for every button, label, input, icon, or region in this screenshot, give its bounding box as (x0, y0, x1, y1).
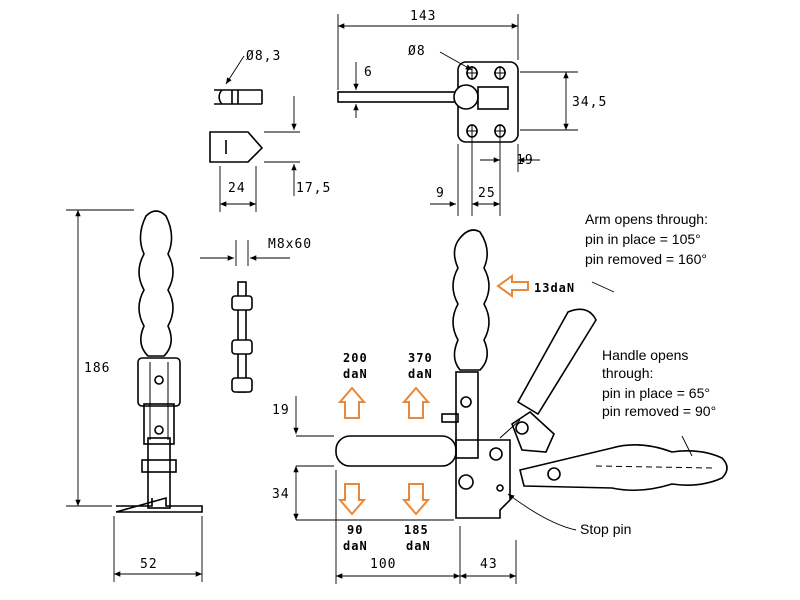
arm-note-line3: pin removed = 160° (585, 251, 707, 267)
open-handle (519, 444, 728, 492)
force-up-left-value: 200 (343, 351, 368, 365)
dim-52: 52 (140, 557, 158, 572)
dim-143: 143 (410, 9, 436, 24)
spindle-tip-detail: Ø8,3 17,5 24 (209, 49, 331, 212)
force-down-left-arrow (337, 483, 367, 516)
force-down-right-value: 185 (404, 523, 429, 537)
dim-17-5: 17,5 (296, 181, 331, 196)
notes: Arm opens through: pin in place = 105° p… (580, 211, 716, 537)
dim-34-side: 34 (272, 487, 290, 502)
dim-24: 24 (228, 181, 246, 196)
dim-m8x60: M8x60 (268, 237, 312, 252)
arm-note-line1: Arm opens through: (585, 211, 708, 227)
force-up-right-arrow (401, 386, 431, 419)
top-view-body (477, 86, 509, 110)
stop-pin (496, 484, 504, 492)
dim-25: 25 (478, 186, 496, 201)
top-view: 143 6 Ø8 34,5 9 25 19 (337, 9, 607, 216)
side-body (455, 439, 511, 519)
bolt-nut-mid (231, 339, 253, 355)
force-up-right-value: 370 (408, 351, 433, 365)
front-handle-grip (138, 210, 174, 357)
force-up-left-arrow (337, 386, 367, 419)
dim-6: 6 (364, 65, 373, 80)
dim-dia-8: Ø8 (408, 44, 426, 59)
handle-note-line2: through: (602, 365, 653, 381)
handle-force-value: 13daN (534, 281, 575, 295)
stop-pin-label: Stop pin (580, 521, 631, 537)
force-up-right-unit: daN (408, 367, 433, 381)
dim-43: 43 (480, 557, 498, 572)
tip-end (209, 131, 264, 163)
handle-note-line1: Handle opens (602, 347, 688, 363)
dim-100: 100 (370, 557, 396, 572)
force-down-right-arrow (401, 483, 431, 516)
force-up-left-unit: daN (343, 367, 368, 381)
top-view-hub (453, 84, 479, 110)
handle-force-arrow (496, 274, 529, 298)
front-body-lower (147, 437, 171, 509)
front-body-mid (143, 403, 175, 445)
bolt-m8x60: M8x60 (200, 237, 312, 393)
dim-19-top: 19 (516, 153, 534, 168)
dim-186: 186 (84, 361, 110, 376)
side-view: 200 daN 370 daN 90 daN 185 daN 13daN 19 … (272, 229, 728, 584)
top-view-bar (337, 91, 459, 103)
force-down-left-unit: daN (343, 539, 368, 553)
force-down-right-unit: daN (406, 539, 431, 553)
side-handle-lever (455, 371, 479, 459)
bolt-nut-top (231, 295, 253, 311)
dim-34-5: 34,5 (572, 95, 607, 110)
bolt-head (231, 377, 253, 393)
arm-note-line2: pin in place = 105° (585, 231, 701, 247)
dim-19-side: 19 (272, 403, 290, 418)
side-handle-grip (452, 229, 490, 371)
front-view: 186 52 (66, 209, 203, 582)
dim-dia-8-3: Ø8,3 (246, 49, 281, 64)
side-spindle-arm (335, 435, 457, 467)
mounting-holes (466, 66, 506, 138)
dim-9: 9 (436, 186, 445, 201)
handle-note-line4: pin removed = 90° (602, 403, 716, 419)
front-body-upper (137, 357, 181, 407)
handle-note-line3: pin in place = 65° (602, 385, 710, 401)
open-arm (516, 308, 597, 416)
front-foot (115, 496, 203, 513)
force-down-left-value: 90 (347, 523, 363, 537)
